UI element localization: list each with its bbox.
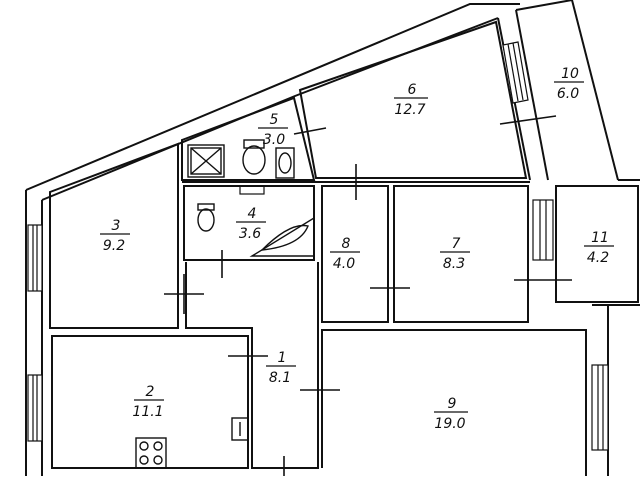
room-1-area: 8.1 — [269, 370, 291, 386]
room-5-outline — [181, 96, 316, 181]
room-7-number: 7 — [452, 236, 461, 252]
bathtub-icon — [249, 216, 315, 257]
window-left-upper — [27, 224, 43, 292]
room-6-outline — [298, 20, 528, 179]
room-7-area: 8.3 — [443, 256, 465, 272]
room-2-outline — [51, 335, 249, 469]
room-2-label: 2 11.1 — [132, 384, 164, 420]
room-4-label: 4 3.6 — [236, 206, 266, 242]
room-5-number: 5 — [270, 112, 279, 128]
shower-tray-icon — [187, 144, 225, 178]
room-3-area: 9.2 — [103, 238, 125, 254]
room-6-label: 6 12.7 — [394, 82, 428, 118]
room-9-outline — [321, 329, 587, 476]
window-room-11 — [532, 199, 554, 261]
washbasin-icon — [275, 147, 295, 179]
room-10-number: 10 — [561, 66, 579, 82]
room-1-number: 1 — [278, 350, 287, 366]
interior-walls — [49, 20, 639, 476]
room-4-area: 3.6 — [239, 226, 261, 242]
room-5-label: 5 3.0 — [258, 112, 288, 148]
room-11-number: 11 — [591, 230, 609, 246]
room-6-area: 12.7 — [394, 102, 425, 118]
room-8-label: 8 4.0 — [330, 236, 360, 272]
sink-icon — [231, 417, 249, 441]
stove-icon — [135, 437, 167, 469]
room-2-area: 11.1 — [132, 404, 163, 420]
room-8-outline — [321, 185, 389, 323]
room-7-outline — [393, 185, 529, 323]
room-5-area: 3.0 — [263, 132, 285, 148]
room-8-number: 8 — [342, 236, 351, 252]
door-markers — [164, 115, 572, 476]
room-11-label: 11 4.2 — [584, 230, 614, 266]
room-9-number: 9 — [448, 396, 457, 412]
room-1-label: 1 8.1 — [266, 350, 296, 386]
window-right-lower — [591, 364, 609, 451]
room-10-area: 6.0 — [557, 86, 579, 102]
toilet-small-icon — [197, 203, 215, 232]
room-7-label: 7 8.3 — [440, 236, 470, 272]
room-1-outline — [185, 262, 319, 469]
room-4-number: 4 — [248, 206, 257, 222]
room-9-area: 19.0 — [434, 416, 465, 432]
room-labels: 1 8.1 2 11.1 3 9.2 4 3.6 5 3.0 6 12.7 — [100, 66, 614, 432]
room-4-outline — [183, 185, 315, 261]
room-3-label: 3 9.2 — [100, 218, 130, 254]
window-left-lower — [27, 374, 43, 442]
room-3-outline — [49, 142, 179, 329]
room-11-area: 4.2 — [587, 250, 609, 266]
room-10-label: 10 6.0 — [554, 66, 584, 102]
room-3-number: 3 — [112, 218, 121, 234]
window-room-10 — [502, 41, 529, 104]
room-9-label: 9 19.0 — [434, 396, 468, 432]
room-2-number: 2 — [146, 384, 155, 400]
meter-icon — [239, 185, 265, 195]
toilet-icon — [242, 139, 266, 175]
room-8-area: 4.0 — [333, 256, 355, 272]
room-11-outline — [555, 185, 639, 303]
room-6-number: 6 — [408, 82, 417, 98]
